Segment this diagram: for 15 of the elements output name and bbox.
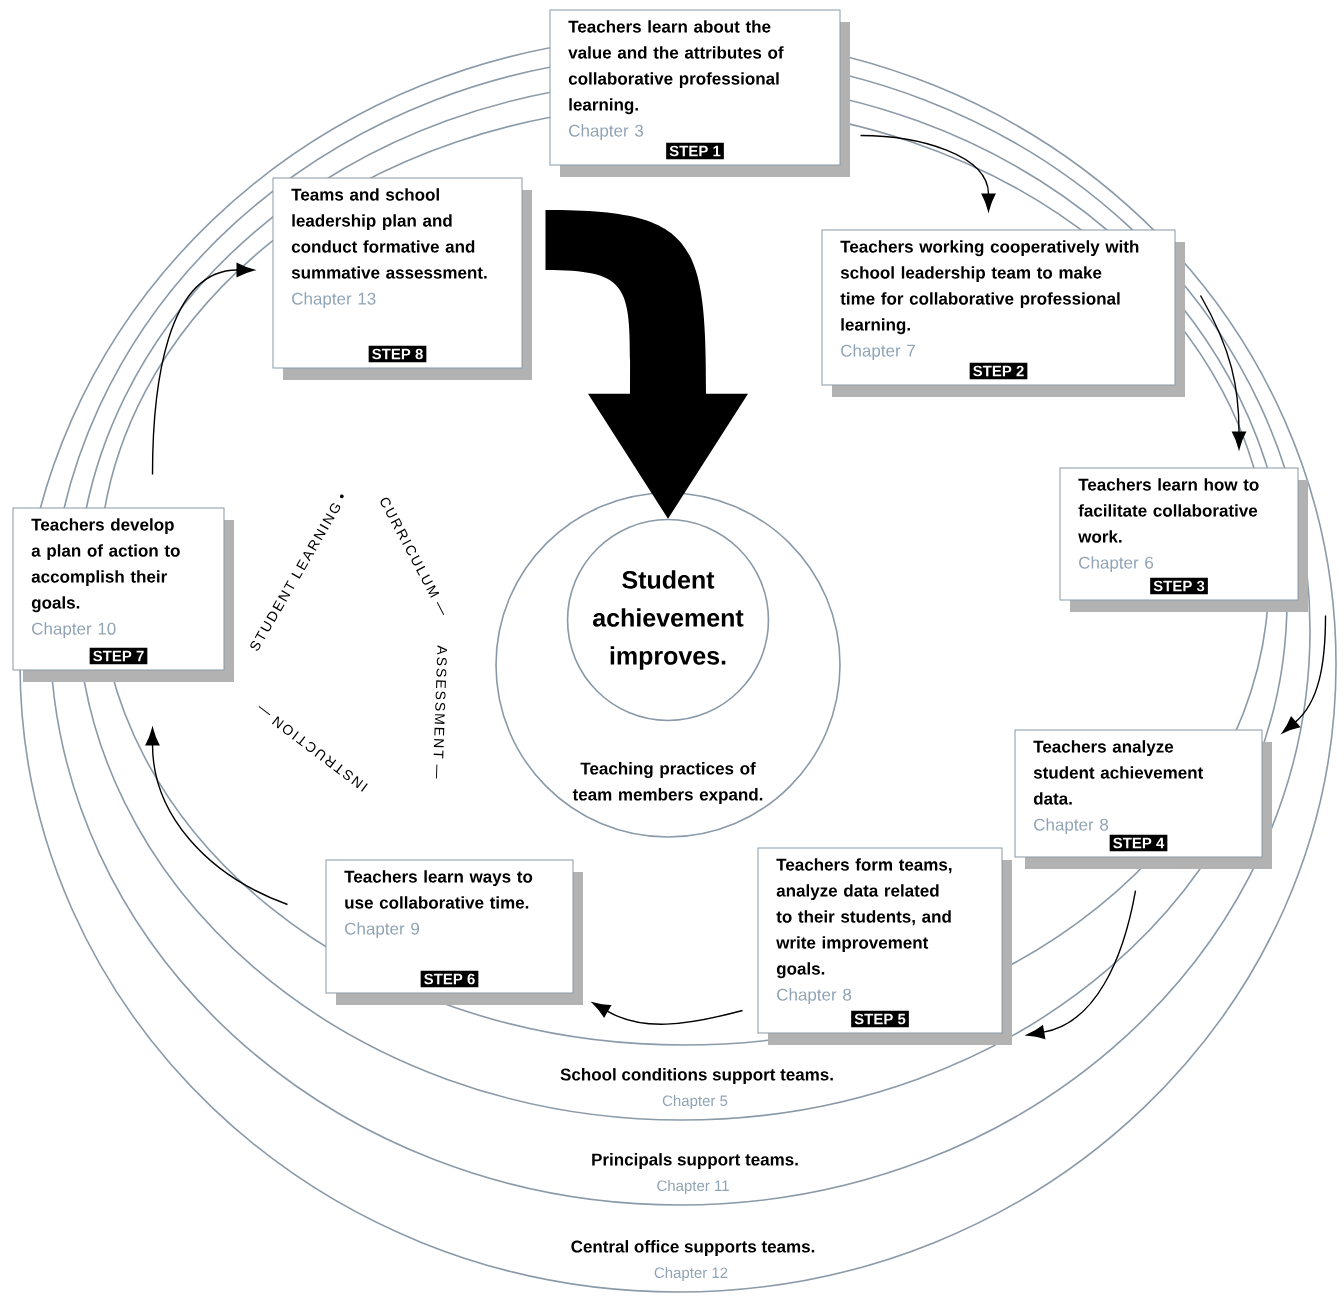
arrow — [859, 134, 996, 212]
step-box: Teachers learn how to facilitate collaborative work. Chapter 6 STEP 3 — [1059, 467, 1308, 612]
step-box: Teachers learn about the value and the attributes of collaborative professional learning. Chapter 3 STEP 1 — [549, 9, 850, 177]
arrow — [145, 727, 289, 906]
arrow — [151, 263, 255, 476]
arrow — [592, 1002, 744, 1025]
step-box: Teachers analyze student achievement data. Chapter 8 STEP 4 — [1014, 729, 1272, 869]
arrow — [545, 210, 748, 519]
arrow — [1026, 889, 1137, 1040]
step-box: Teachers develop a plan of action to accomplish their goals. Chapter 10 STEP 7 — [12, 507, 234, 682]
step-box: Teachers working cooperatively with school leadership team to make time for collaborative professional learning. Chapter 7 STEP 2 — [821, 229, 1185, 397]
step-box: Teams and school leadership plan and conduct formative and summative assessment. Chapter 13 STEP 8 — [272, 177, 532, 380]
step-box: Teachers learn ways to use collaborative time. Chapter 9 STEP 6 — [325, 859, 583, 1005]
step-box: Teachers form teams, analyze data related to their students, and write improvement goals. Chapter 8 STEP 5 — [757, 847, 1012, 1045]
curved-caption: ASSESSMENT — — [433, 645, 447, 779]
